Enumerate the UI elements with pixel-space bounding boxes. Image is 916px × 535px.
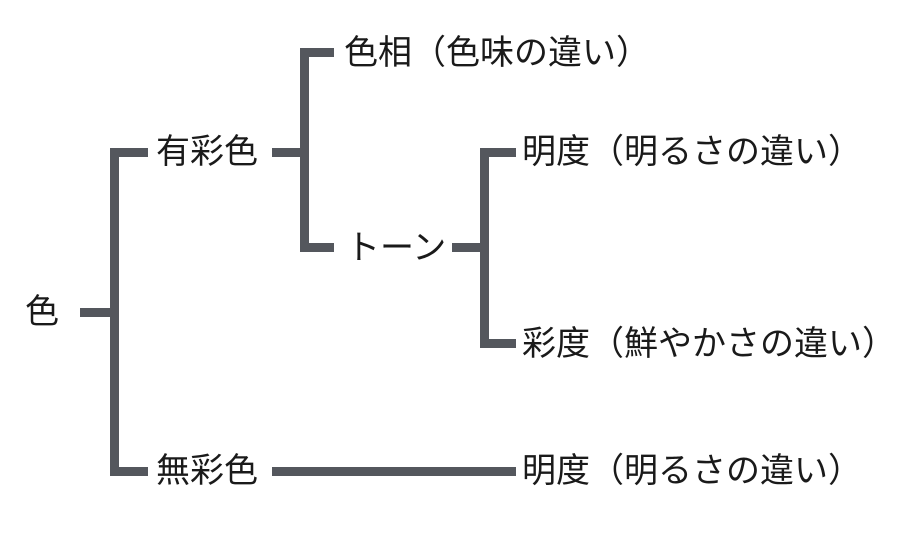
- connector-to-hue: [300, 48, 334, 57]
- connector-to-tone: [300, 243, 334, 252]
- connector-achromatic-to-lightness: [272, 467, 516, 476]
- node-achromatic: 無彩色: [156, 451, 258, 491]
- node-chromatic: 有彩色: [156, 132, 258, 172]
- node-lightness-achromatic: 明度（明るさの違い）: [522, 451, 862, 491]
- connector-chromatic-stub: [272, 148, 306, 157]
- connector-tone-stub: [452, 243, 488, 252]
- connector-root-vertical: [110, 148, 119, 476]
- node-hue: 色相（色味の違い）: [344, 33, 650, 73]
- connector-to-saturation: [480, 339, 516, 348]
- connector-to-achromatic: [110, 467, 148, 476]
- connector-tone-vertical: [480, 148, 489, 348]
- connector-to-chromatic: [110, 148, 148, 157]
- node-saturation: 彩度（鮮やかさの違い）: [522, 324, 896, 364]
- node-lightness-chromatic: 明度（明るさの違い）: [522, 132, 862, 172]
- connector-to-lightness-chromatic: [480, 148, 516, 157]
- node-root: 色: [25, 292, 59, 332]
- node-tone: トーン: [346, 228, 447, 268]
- connector-chromatic-vertical: [300, 48, 309, 252]
- connector-root-stub: [80, 308, 116, 317]
